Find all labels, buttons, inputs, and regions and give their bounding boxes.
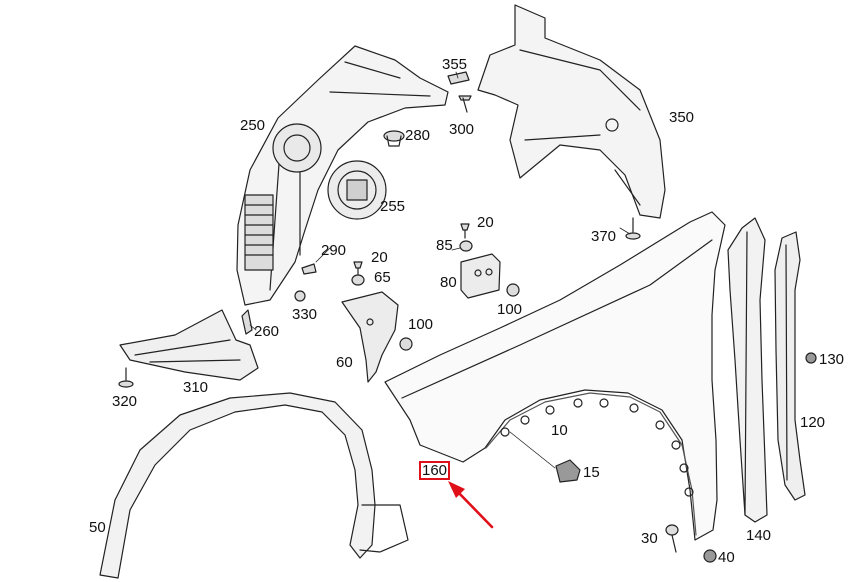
fasteners-upper (351, 223, 473, 286)
part-label-100-right: 100 (497, 301, 523, 318)
part-label-20-upper: 20 (477, 214, 494, 231)
clip-15 (555, 459, 581, 483)
nut-40 (703, 549, 717, 563)
part-label-20-lower: 20 (371, 249, 388, 266)
edge-trim-140 (727, 217, 768, 523)
part-label-120: 120 (800, 414, 826, 431)
part-label-140: 140 (746, 527, 772, 544)
bracket-60 (341, 291, 399, 383)
bolt-330 (294, 290, 306, 302)
part-label-130: 130 (819, 351, 845, 368)
part-label-260: 260 (254, 323, 280, 340)
wheel-arch-flare-50 (99, 392, 409, 579)
clip-355 (447, 71, 470, 85)
wheel-arch-liner-rear-part (236, 45, 449, 306)
part-label-310: 310 (183, 379, 209, 396)
part-label-40: 40 (718, 549, 735, 566)
highlight-arrow (448, 481, 494, 529)
part-label-85: 85 (436, 237, 453, 254)
part-label-65: 65 (374, 269, 391, 286)
screw-290 (301, 263, 317, 275)
part-label-290: 290 (321, 242, 347, 259)
part-label-250: 250 (240, 117, 266, 134)
bolt-370 (625, 217, 641, 240)
nut-100 (399, 283, 520, 351)
seal-strip-120 (774, 231, 806, 501)
clip-260 (241, 309, 253, 335)
part-label-100-left: 100 (408, 316, 434, 333)
clip-280 (383, 130, 405, 147)
part-label-330: 330 (292, 306, 318, 323)
bracket-80 (460, 253, 501, 299)
part-label-300: 300 (449, 121, 475, 138)
leader-lines (249, 71, 631, 469)
part-label-80: 80 (440, 274, 457, 291)
part-label-280: 280 (405, 127, 431, 144)
wheel-arch-liner-front-part (477, 4, 666, 219)
part-label-30: 30 (641, 530, 658, 547)
fender-part (384, 211, 726, 541)
part-label-255: 255 (380, 198, 406, 215)
part-label-320: 320 (112, 393, 138, 410)
clip-130 (805, 352, 817, 364)
round-cover-part (327, 160, 387, 220)
part-label-15: 15 (583, 464, 600, 481)
part-label-50: 50 (89, 519, 106, 536)
part-label-160-highlighted: 160 (419, 461, 451, 480)
part-label-370: 370 (591, 228, 617, 245)
part-label-60: 60 (336, 354, 353, 371)
part-label-10: 10 (551, 422, 568, 439)
lower-bracket-310 (119, 309, 259, 381)
screw-30 (665, 524, 679, 553)
bolt-300 (458, 95, 472, 113)
part-label-350: 350 (669, 109, 695, 126)
part-label-355: 355 (442, 56, 468, 73)
bolt-320 (118, 367, 134, 388)
